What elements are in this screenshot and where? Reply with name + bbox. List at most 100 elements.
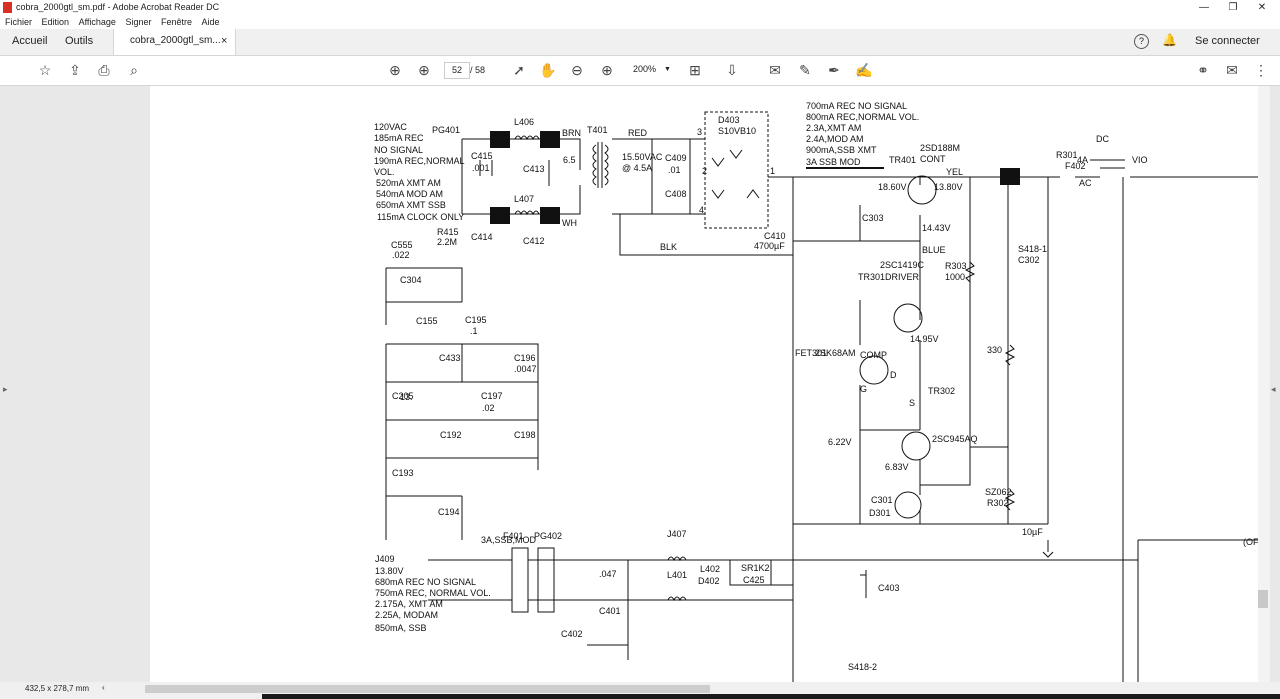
page-display-icon[interactable]: ⊞	[689, 62, 701, 78]
schematic-label: J407	[667, 529, 687, 539]
schematic-label: DRIVER	[885, 272, 920, 282]
schematic-label: .01	[668, 165, 681, 175]
print-icon[interactable]: ⎙	[98, 62, 110, 78]
schematic-label: R302	[987, 498, 1009, 508]
schematic-label: WH	[562, 218, 577, 228]
tab-outils[interactable]: Outils	[65, 35, 94, 47]
menu-bar: Fichier Edition Affichage Signer Fenêtre…	[0, 15, 1280, 29]
schematic-label: 850mA, SSB	[375, 623, 427, 633]
menu-edition[interactable]: Edition	[41, 17, 70, 27]
schematic-label: C304	[400, 275, 422, 285]
chevron-down-icon: ▼	[664, 66, 671, 73]
notification-bell-icon[interactable]: 🔔	[1162, 33, 1177, 47]
comment-icon[interactable]: ✉	[769, 62, 781, 78]
connector-23: 23	[543, 213, 553, 223]
schematic-label: C415	[471, 151, 493, 161]
schematic-label: 6.5	[563, 155, 576, 165]
menu-fichier[interactable]: Fichier	[5, 17, 33, 27]
schematic-label: R303	[945, 261, 967, 271]
link-icon[interactable]: ⚭	[1197, 62, 1209, 78]
schematic-label: C197	[481, 391, 503, 401]
schematic-label: 14.95V	[910, 334, 939, 344]
search-zoom-icon[interactable]: ⌕	[130, 62, 138, 78]
previous-page-icon[interactable]: ⊕	[389, 62, 401, 78]
toolbar: ☆ ⇪ ⎙ ⌕ ⊕ ⊕ 52 / 58 ➚ ✋ ⊖ ⊕ 200% ▼ ⊞ ⇩ ✉…	[0, 56, 1280, 86]
schematic-label: C302	[1018, 255, 1040, 265]
schematic-label: 3A SSB MOD	[806, 157, 861, 167]
hand-tool-icon[interactable]: ✋	[539, 62, 557, 78]
zoom-dropdown[interactable]: 200% ▼	[624, 62, 672, 77]
title-bar: cobra_2000gtl_sm.pdf - Adobe Acrobat Rea…	[0, 0, 1280, 15]
schematic-label: S10VB10	[718, 126, 756, 136]
schematic-label: C402	[561, 629, 583, 639]
connector-22: 22	[493, 213, 503, 223]
tab-accueil[interactable]: Accueil	[12, 35, 48, 47]
menu-aide[interactable]: Aide	[201, 17, 220, 27]
schematic-label: SR1K2	[741, 563, 770, 573]
schematic-label: 2SC945AQ	[932, 434, 978, 444]
schematic-label: 1	[770, 166, 775, 176]
schematic-label: S418-2	[848, 662, 877, 672]
schematic-label: C409	[665, 153, 687, 163]
schematic-label: 2.4A,MOD AM	[806, 134, 864, 144]
schematic-label: 520mA XMT AM	[376, 178, 441, 188]
schematic-label: RED	[628, 128, 648, 138]
menu-signer[interactable]: Signer	[125, 17, 152, 27]
highlight-pen-icon[interactable]: ✎	[799, 62, 811, 78]
schematic-label: TR301	[858, 272, 885, 282]
maximize-button[interactable]: ❐	[1228, 2, 1238, 13]
page-number-input[interactable]: 52	[444, 62, 470, 79]
sign-pen-icon[interactable]: ✒	[828, 62, 840, 78]
schematic-label: 700mA REC NO SIGNAL	[806, 101, 907, 111]
zoom-in-icon[interactable]: ⊕	[601, 62, 613, 78]
scroll-mode-icon[interactable]: ⇩	[726, 62, 738, 78]
horizontal-scroll-thumb[interactable]	[145, 685, 710, 693]
minimize-button[interactable]: —	[1199, 2, 1209, 13]
schematic-label: C413	[523, 164, 545, 174]
page-size-readout: 432,5 x 278,7 mm	[25, 684, 90, 693]
sign-in-link[interactable]: Se connecter	[1195, 35, 1260, 47]
schematic-label: C412	[523, 236, 545, 246]
close-window-button[interactable]: ✕	[1257, 2, 1267, 13]
schematic-label: 13.80V	[375, 566, 404, 576]
right-panel-toggle-icon[interactable]: ◂	[1271, 384, 1276, 394]
menu-affichage[interactable]: Affichage	[78, 17, 116, 27]
fill-sign-icon[interactable]: ✍	[855, 62, 873, 78]
email-icon[interactable]: ✉	[1226, 62, 1238, 78]
upload-cloud-icon[interactable]: ⇪	[69, 62, 81, 78]
close-tab-icon[interactable]: ×	[221, 35, 228, 47]
vertical-scroll-thumb[interactable]	[1258, 590, 1268, 608]
schematic-label: CONT	[920, 154, 946, 164]
document-viewer[interactable]: ▸ ◂	[0, 86, 1280, 682]
schematic-label: C155	[416, 316, 438, 326]
schematic-label: 13.80V	[934, 182, 963, 192]
schematic-label: S418-1	[1018, 244, 1047, 254]
schematic-label: C192	[440, 430, 462, 440]
schematic-label: .0047	[514, 364, 537, 374]
schematic-label: 540mA MOD AM	[376, 189, 443, 199]
schematic-label: J409	[375, 554, 395, 564]
bookmark-star-icon[interactable]: ☆	[38, 62, 52, 78]
tab-document[interactable]: cobra_2000gtl_sm... ×	[113, 29, 236, 55]
schematic-label: 120VAC	[374, 122, 407, 132]
schematic-label: S	[909, 398, 915, 408]
schematic-label: .047	[599, 569, 617, 579]
schematic-label: 750mA REC, NORMAL VOL.	[375, 588, 491, 598]
vertical-scrollbar[interactable]	[1258, 86, 1270, 682]
schematic-label: L401	[667, 570, 687, 580]
schematic-label: 2.175A, XMT AM	[375, 599, 443, 609]
menu-fenetre[interactable]: Fenêtre	[161, 17, 193, 27]
schematic-label: 2SD188M	[920, 143, 960, 153]
schematic-label: D402	[698, 576, 720, 586]
zoom-out-icon[interactable]: ⊖	[571, 62, 583, 78]
next-page-icon[interactable]: ⊕	[418, 62, 430, 78]
more-tools-icon[interactable]: ⋮	[1254, 62, 1268, 78]
help-icon[interactable]: ?	[1134, 34, 1149, 49]
schematic-label: 2.25A, MODAM	[375, 610, 438, 620]
left-panel-toggle-icon[interactable]: ▸	[3, 384, 8, 394]
select-cursor-icon[interactable]: ➚	[513, 62, 525, 78]
schematic-label: L407	[514, 194, 534, 204]
scroll-left-icon[interactable]: ‹	[102, 683, 105, 692]
schematic-label: 4A	[1077, 155, 1088, 165]
